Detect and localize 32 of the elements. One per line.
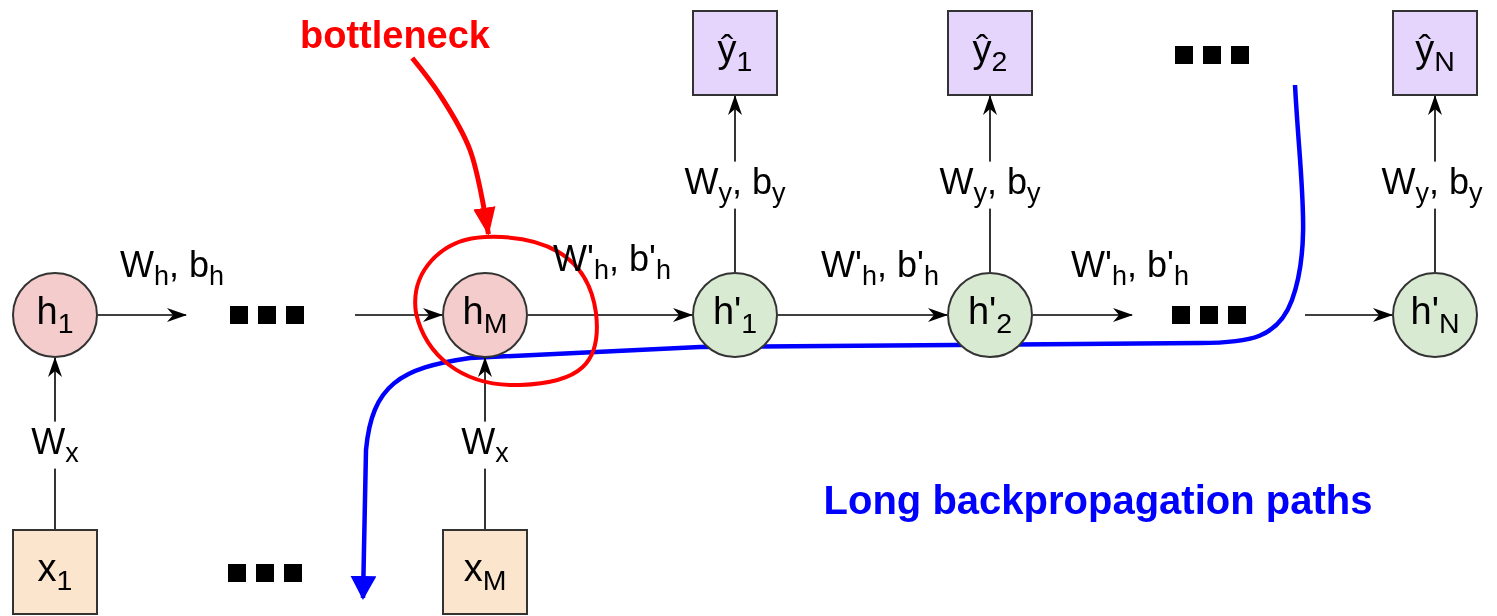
edge-label: W$_{y}$, b$_{y}$	[1379, 161, 1485, 209]
annotation-text: Long backpropagation paths	[823, 480, 1373, 520]
edge-label: W$_{y}$, b$_{y}$	[937, 161, 1043, 209]
annotation-text: bottleneck	[299, 16, 490, 54]
arrow	[777, 308, 948, 322]
arrow	[1032, 308, 1133, 322]
output-box	[1392, 10, 1478, 96]
node-label: ŷ$_{1}$	[717, 30, 753, 76]
input-box	[442, 529, 528, 615]
output-box	[947, 10, 1033, 96]
node-label: ŷ$_{N}$	[1415, 30, 1455, 76]
node-label: h$_{M}$	[462, 292, 508, 338]
edge-label: W$_{x}$	[29, 421, 81, 469]
node-label: x$_{1}$	[37, 549, 73, 595]
edge-label: W'$_{h}$, b'$_{h}$	[1070, 244, 1190, 292]
node-label: ŷ$_{2}$	[972, 30, 1008, 76]
node-label: h'$_{N}$	[1410, 292, 1460, 338]
output-box	[692, 10, 778, 96]
edge-label: W$_{x}$	[459, 421, 511, 469]
arrow	[97, 308, 187, 322]
node-label: x$_{M}$	[463, 549, 507, 595]
edge-label: W$_{h}$, b$_{h}$	[118, 244, 226, 292]
edge-label: W'$_{h}$, b'$_{h}$	[820, 244, 940, 292]
edge-label: W$_{y}$, b$_{y}$	[682, 161, 788, 209]
arrow	[527, 308, 693, 322]
node-label: h'$_{1}$	[712, 292, 758, 338]
pointer-arrow	[410, 56, 496, 236]
arrow	[1304, 308, 1393, 322]
arrow	[354, 308, 443, 322]
node-label: h$_{1}$	[36, 292, 74, 338]
input-box	[12, 529, 98, 615]
node-label: h'$_{2}$	[967, 292, 1013, 338]
